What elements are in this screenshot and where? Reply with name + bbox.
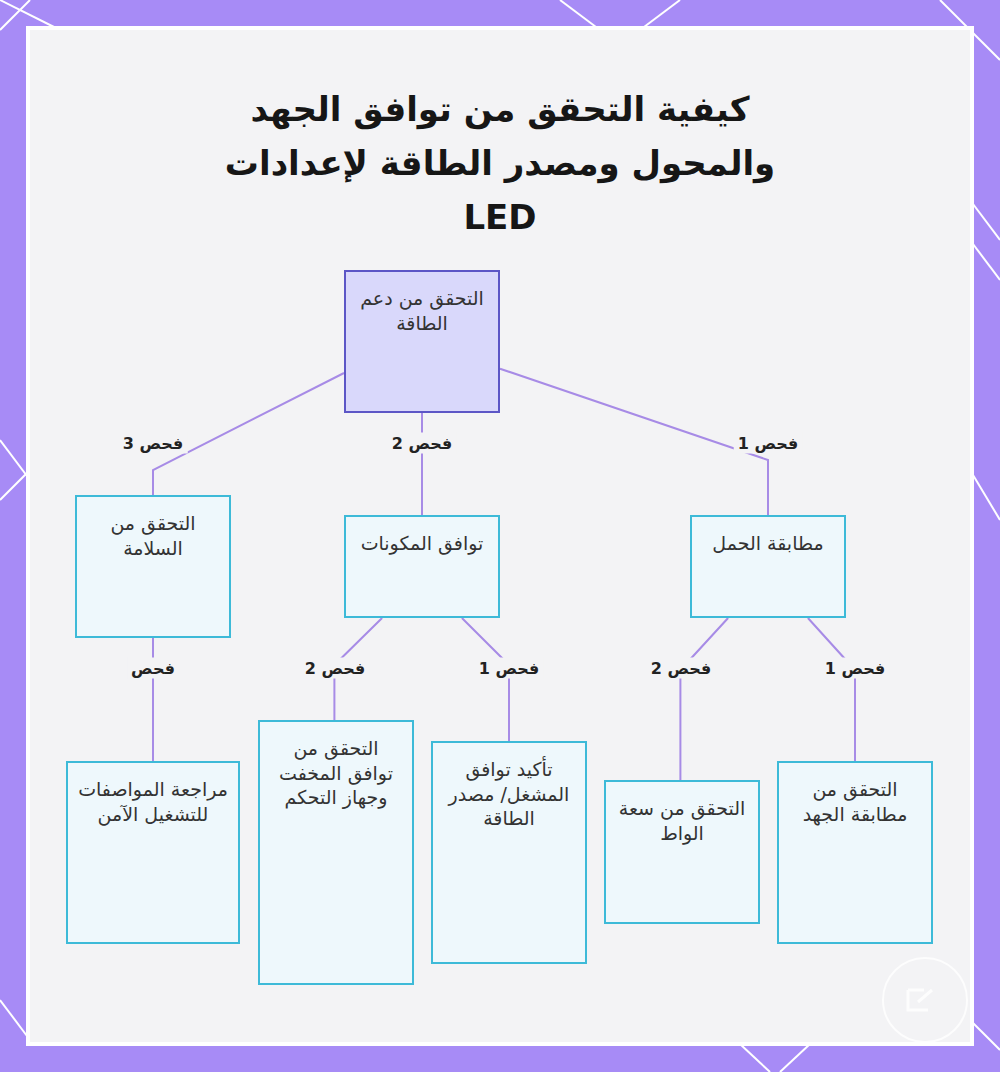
box-text: تأكيد توافق المشغل/ مصدر الطاقة — [443, 757, 575, 831]
process-box: توافق المكونات — [344, 515, 500, 618]
edge-label: فحص 2 — [388, 433, 457, 454]
logo-circle — [883, 958, 967, 1042]
edge-label: فحص — [127, 658, 179, 679]
edge-label: فحص 2 — [647, 658, 716, 679]
edge-label: فحص 1 — [734, 433, 803, 454]
process-box: التحقق من السلامة — [75, 495, 231, 638]
logo-mark — [908, 990, 932, 1010]
connector-line — [808, 618, 855, 761]
box-text: التحقق من دعم الطاقة — [356, 286, 488, 335]
process-box: مراجعة المواصفات للتشغيل الآمن — [66, 761, 240, 944]
edge-label: فحص 3 — [119, 433, 188, 454]
process-box: مطابقة الحمل — [690, 515, 846, 618]
diagram-title: كيفية التحقق من توافق الجهد والمحول ومصد… — [210, 82, 790, 244]
box-text: التحقق من السلامة — [87, 511, 219, 560]
connector-line — [680, 618, 728, 780]
process-box: التحقق من مطابقة الجهد — [777, 761, 933, 944]
connector-line — [421, 413, 423, 515]
box-text: مطابقة الحمل — [712, 531, 823, 556]
panel — [28, 28, 972, 1044]
process-box: التحقق من توافق المخفت وجهاز التحكم — [258, 720, 414, 985]
process-box: التحقق من سعة الواط — [604, 780, 760, 924]
connector-line — [152, 638, 154, 761]
box-text: التحقق من سعة الواط — [616, 796, 748, 845]
process-box: تأكيد توافق المشغل/ مصدر الطاقة — [431, 741, 587, 964]
edge-label: فحص 1 — [821, 658, 890, 679]
box-text: توافق المكونات — [361, 531, 484, 556]
edge-label: فحص 2 — [301, 658, 370, 679]
box-text: التحقق من مطابقة الجهد — [789, 777, 921, 826]
connector-line — [500, 369, 768, 515]
box-text: مراجعة المواصفات للتشغيل الآمن — [78, 777, 228, 826]
edge-label: فحص 1 — [475, 658, 544, 679]
connector-line — [462, 618, 509, 741]
box-text: التحقق من توافق المخفت وجهاز التحكم — [270, 736, 402, 810]
root-box: التحقق من دعم الطاقة — [344, 270, 500, 413]
